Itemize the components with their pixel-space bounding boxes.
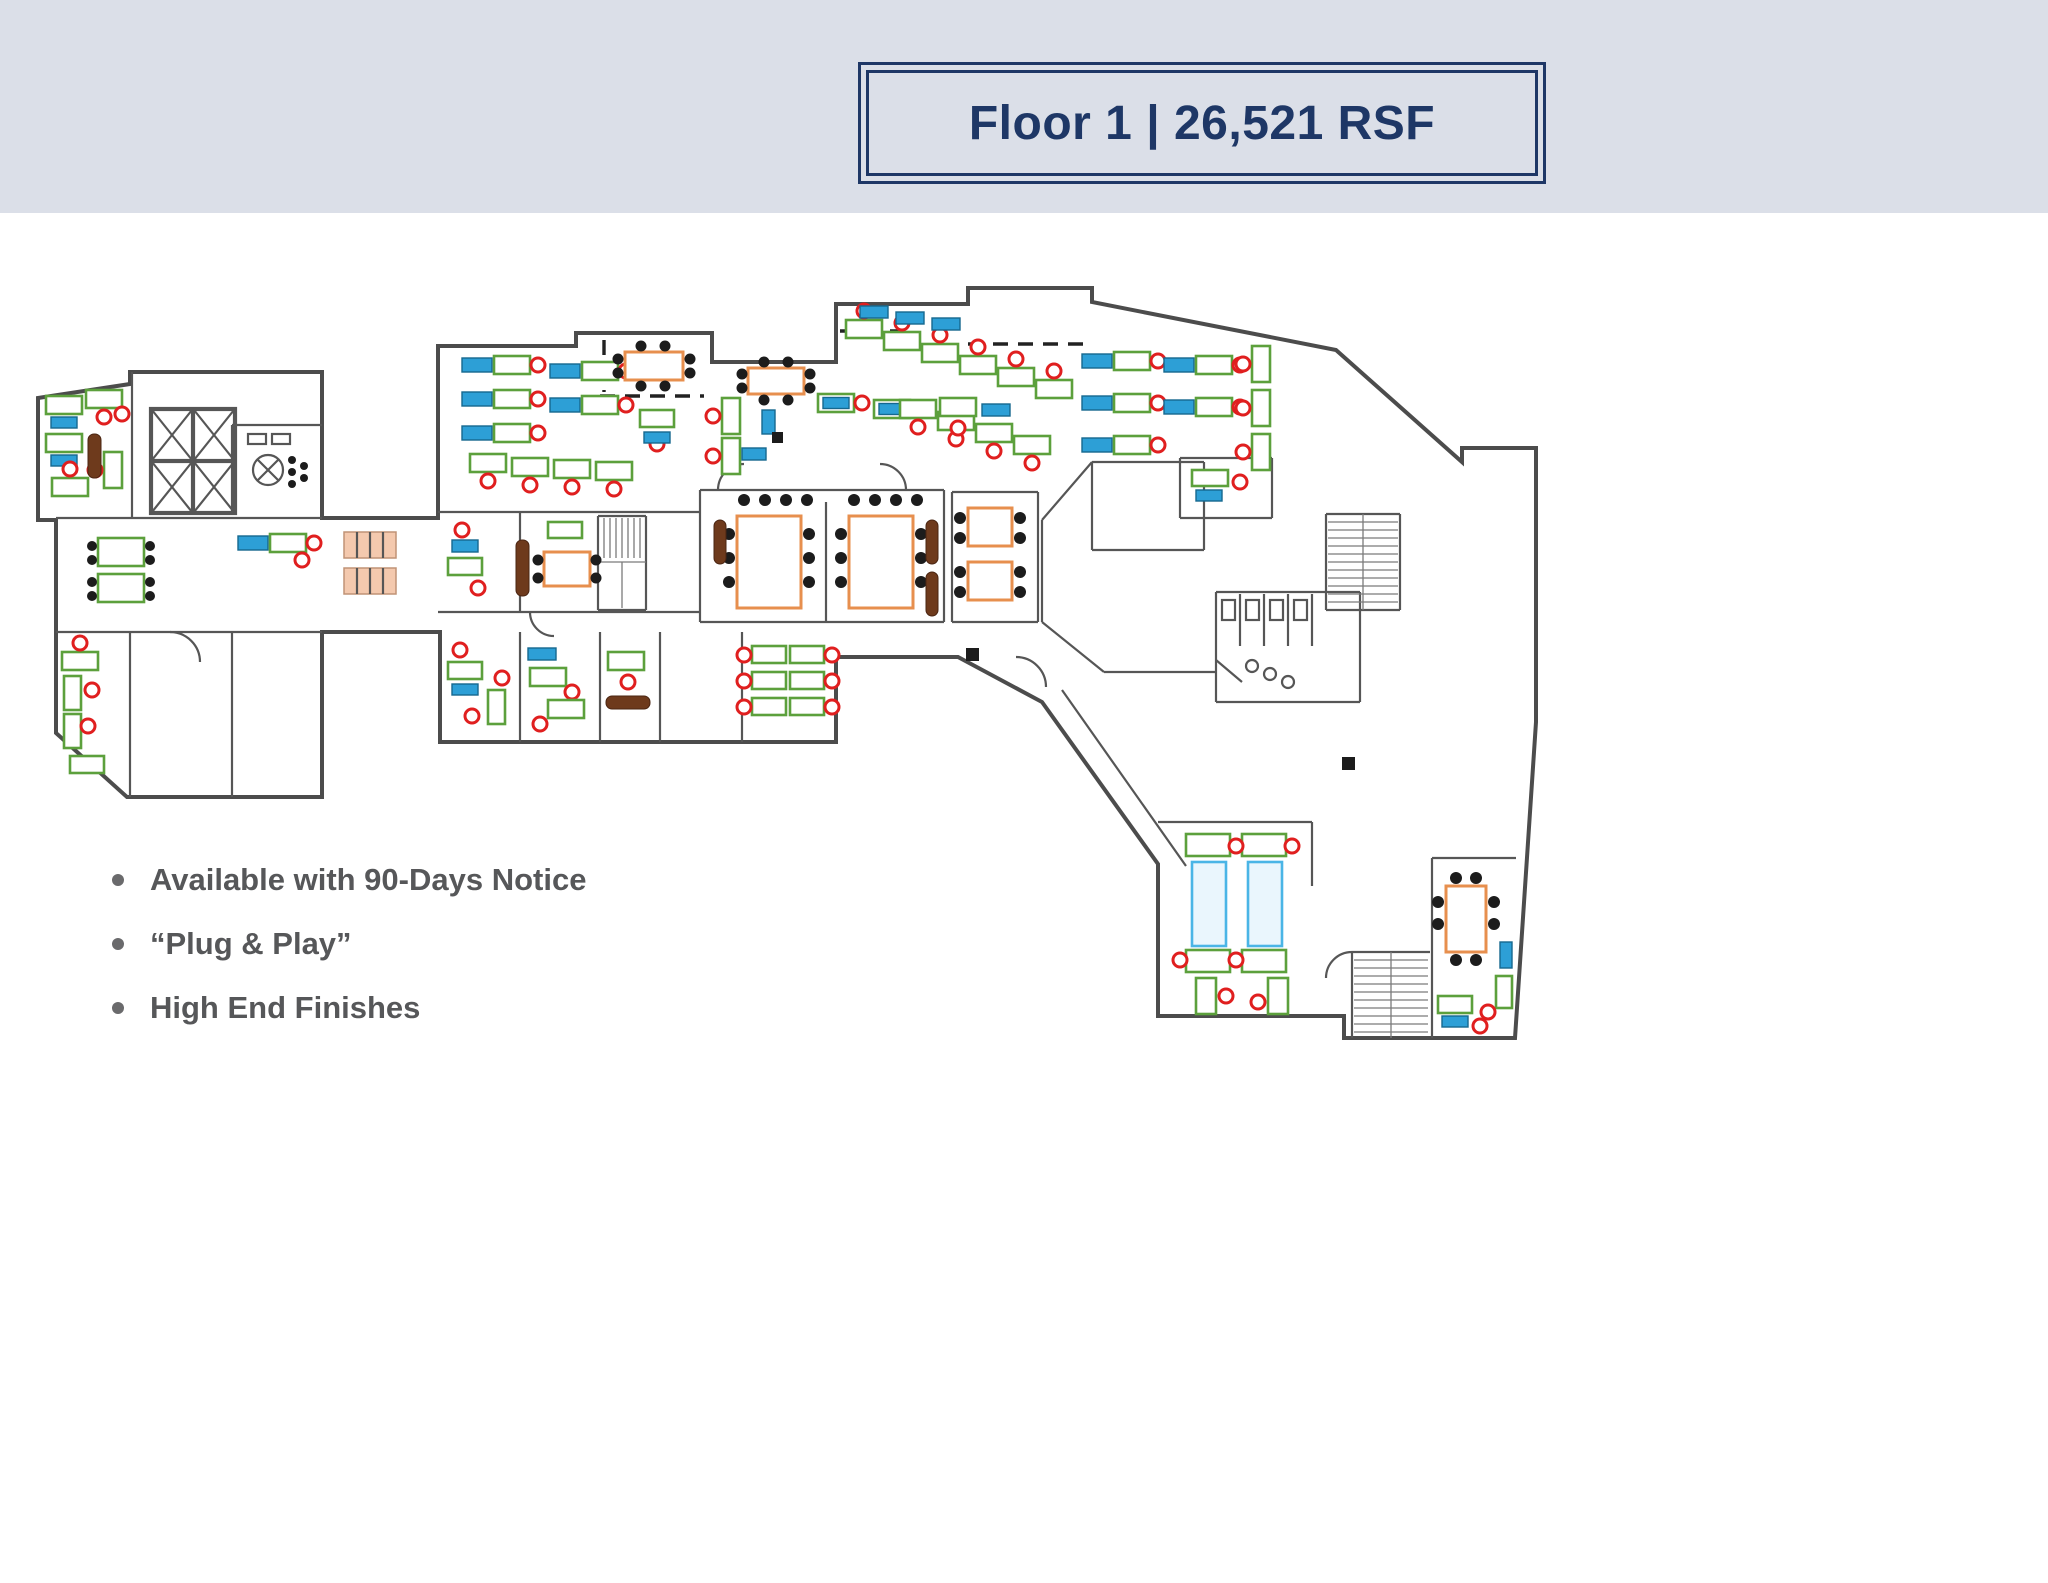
desk-cluster-central-rooms — [446, 520, 602, 597]
floor-title-box: Floor 1 | 26,521 RSF — [858, 62, 1546, 184]
desk-cluster-mid-zone — [704, 302, 1074, 476]
header-band — [0, 0, 2048, 213]
structural-columns — [772, 432, 1355, 770]
desk-cluster-bottom-rooms — [446, 641, 841, 733]
stairs-center — [598, 518, 646, 608]
bullet-dot — [112, 874, 124, 886]
mechanical-room — [246, 432, 308, 488]
stairs-right-core — [1328, 514, 1398, 610]
desk-cluster-left-mid — [87, 531, 397, 604]
feature-text: “Plug & Play” — [150, 926, 352, 961]
feature-text: Available with 90-Days Notice — [150, 862, 587, 897]
furniture — [44, 302, 1514, 1035]
restroom-fixtures — [1215, 594, 1314, 690]
feature-list: Available with 90-Days Notice “Plug & Pl… — [112, 862, 586, 1054]
elevator-core — [148, 406, 238, 516]
conference-room-small — [954, 506, 1026, 602]
desk-cluster-right-open-office — [1080, 344, 1272, 502]
desk-cluster-wing — [1171, 832, 1301, 1016]
feature-item-finishes: High End Finishes — [112, 990, 586, 1026]
floor-title-inner-border: Floor 1 | 26,521 RSF — [866, 70, 1538, 176]
desk-cluster-left-bottom — [60, 634, 106, 775]
feature-text: High End Finishes — [150, 990, 421, 1025]
bullet-dot — [112, 938, 124, 950]
desk-cluster-left-top — [44, 388, 131, 498]
conference-rooms-center — [713, 494, 939, 617]
stairs-lower-right — [1354, 952, 1428, 1038]
feature-item-plug-and-play: “Plug & Play” — [112, 926, 586, 962]
floor-title: Floor 1 | 26,521 RSF — [968, 96, 1436, 150]
desk-cluster-central-open-office — [460, 340, 696, 498]
vertical-circulation — [148, 406, 1428, 1038]
bullet-dot — [112, 1002, 124, 1014]
feature-item-availability: Available with 90-Days Notice — [112, 862, 586, 898]
conference-room-bottom-right — [1432, 872, 1514, 1035]
interior-walls — [56, 372, 1516, 1038]
